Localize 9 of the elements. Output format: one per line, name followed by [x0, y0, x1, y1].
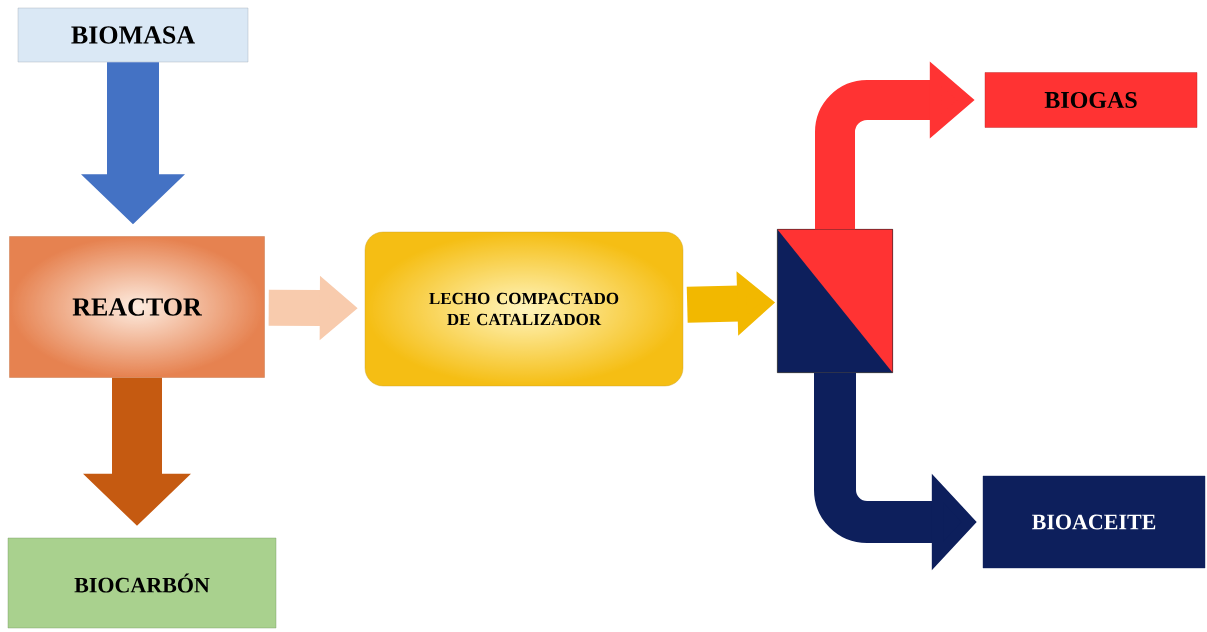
output-box: BIOACEITE [982, 475, 1206, 569]
output-box: BIOCARBÓN [7, 537, 277, 629]
arrow [81, 62, 185, 225]
input-box: BIOMASA [17, 7, 249, 63]
output-box: BIOGAS [984, 72, 1198, 128]
catalyst-bed-box: LECHO COMPACTADO DE CATALIZADOR [364, 231, 684, 387]
arrow [83, 377, 191, 526]
reactor-box: REACTOR [9, 236, 265, 378]
separator-box [777, 229, 893, 373]
